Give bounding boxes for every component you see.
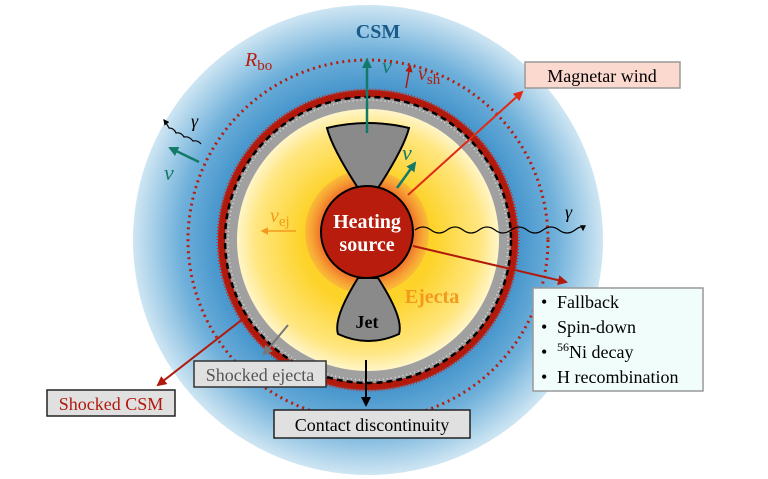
heating-source: [320, 185, 414, 279]
neutrino-arrow-left: [168, 146, 200, 164]
shocked-ejecta-arrow: [262, 324, 289, 356]
magnetar-wind-arrow: [407, 90, 524, 196]
shocked-ejecta-label: Shocked ejecta: [206, 365, 314, 385]
neutrino-arrow-inner: [395, 161, 417, 189]
heating-source-item: •: [541, 367, 547, 387]
heating-source-item: •: [541, 292, 547, 312]
gamma-ray-left: [163, 119, 202, 145]
contact-discontinuity-box: [273, 409, 471, 439]
nu-label-top: ν: [382, 53, 392, 78]
heating-source-item-label: Fallback: [557, 292, 619, 312]
shocked-csm-label: Shocked CSM: [59, 394, 164, 414]
heating-source-label-2: source: [339, 234, 394, 256]
rbo-label: Rbo: [244, 49, 272, 74]
vsh-label: vsh: [418, 63, 441, 88]
vej-label: vej: [270, 205, 290, 230]
gamma-ray-right: [414, 225, 586, 234]
heating-source-item-label: H recombination: [557, 367, 678, 387]
ejecta-label: Ejecta: [405, 286, 459, 308]
csm-label: CSM: [356, 21, 401, 43]
heating-source-label-1: Heating: [333, 211, 401, 233]
heating-sources-list: • Fallback • Spin-down • 56Ni decay • H …: [541, 292, 678, 387]
jet-bottom: [336, 277, 401, 342]
heating-source-item-label: 56Ni decay: [557, 340, 633, 362]
gamma-label-left: γ: [191, 111, 199, 131]
heating-source-item: •: [541, 317, 547, 337]
nu-label-left: ν: [164, 160, 174, 185]
magnetar-wind-label: Magnetar wind: [547, 66, 656, 86]
heating-source-item-label: Spin-down: [557, 317, 636, 337]
gamma-label-right: γ: [565, 202, 573, 222]
heating-sources-box: [532, 287, 704, 392]
heating-source-item: •: [541, 342, 547, 362]
nu-label-inner: ν: [402, 140, 412, 165]
shocked-ejecta-box: [193, 360, 327, 388]
magnetar-wind-box: [524, 61, 681, 89]
contact-discontinuity-label: Contact discontinuity: [295, 415, 450, 435]
heating-sources-arrow: [412, 245, 568, 286]
jet-label: Jet: [356, 312, 379, 332]
shocked-csm-box: [46, 389, 176, 417]
shocked-csm-arrow: [156, 314, 249, 387]
shock-velocity-arrow: [405, 64, 413, 89]
